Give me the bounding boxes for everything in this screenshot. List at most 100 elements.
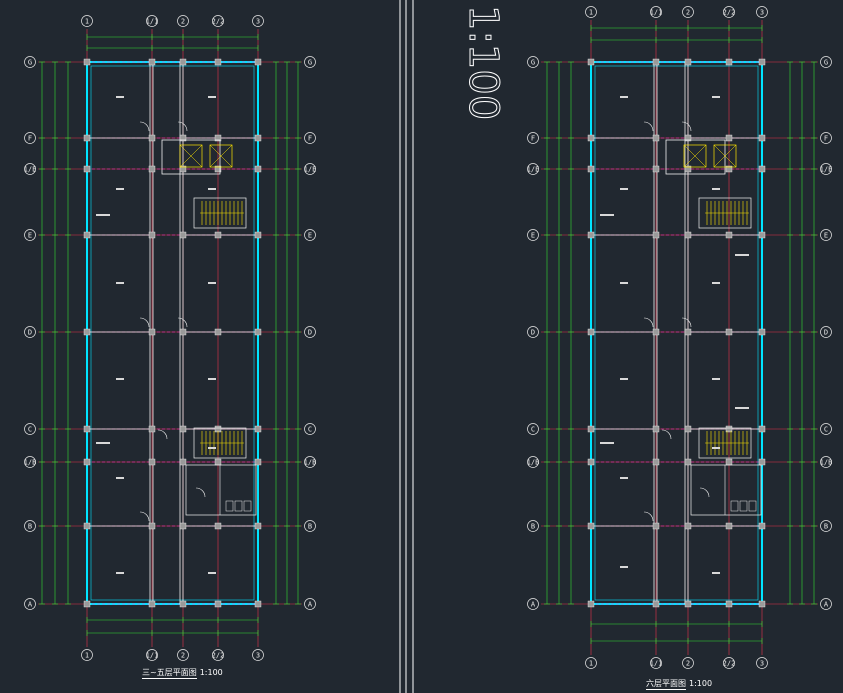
column-1-2 xyxy=(652,165,660,173)
scale-watermark: 1:100 xyxy=(460,5,507,121)
room-mark-6 xyxy=(735,254,749,256)
column-0-6 xyxy=(83,458,91,466)
column-4-3 xyxy=(758,231,766,239)
axis-bubble-top-4-label: 3 xyxy=(760,9,764,17)
column-2-5 xyxy=(179,425,187,433)
column-3-7 xyxy=(725,522,733,530)
column-3-0 xyxy=(214,58,222,66)
axis-bubble-right-0-circle xyxy=(820,56,832,68)
elevator-car-1 xyxy=(209,144,233,168)
axis-bubble-top-2-circle xyxy=(177,15,189,27)
axis-bubble-left-4-circle xyxy=(527,326,539,338)
toilet-stall-2 xyxy=(243,500,252,512)
room-mark-12 xyxy=(116,572,124,574)
room-mark-10 xyxy=(735,407,749,409)
axis-bubble-right-7-label: B xyxy=(308,523,312,531)
column-1-0 xyxy=(148,58,156,66)
column-4-5 xyxy=(758,425,766,433)
axis-bubble-left-1-circle xyxy=(527,132,539,144)
column-3-5 xyxy=(725,425,733,433)
room-mark-1 xyxy=(712,96,720,98)
axis-bubble-bottom-0-circle xyxy=(81,649,93,661)
toilet-stall-1 xyxy=(234,500,243,512)
axis-bubble-top-1-circle xyxy=(146,15,158,27)
exterior-wall-inner xyxy=(90,65,255,601)
axis-bubble-right-2-circle xyxy=(304,163,316,175)
axis-bubble-right-6-circle xyxy=(304,456,316,468)
column-2-8 xyxy=(684,600,692,608)
axis-bubble-left-6-label: 1/B xyxy=(527,459,540,467)
room-mark-11 xyxy=(600,442,614,444)
column-2-7 xyxy=(684,522,692,530)
door-swing-3 xyxy=(681,317,692,328)
room-mark-9 xyxy=(96,442,110,444)
room-mark-7 xyxy=(712,282,720,284)
axis-bubble-left-5-circle xyxy=(527,423,539,435)
axis-bubble-bottom-2-label: 2 xyxy=(686,660,690,668)
axis-bubble-bottom-0-label: 1 xyxy=(85,652,89,660)
column-2-4 xyxy=(179,328,187,336)
axis-bubble-top-4-label: 3 xyxy=(256,18,260,26)
axis-bubble-right-2-label: 1/E xyxy=(304,166,317,174)
room-mark-3 xyxy=(96,214,110,216)
axis-bubble-left-0-label: G xyxy=(28,59,32,67)
column-4-4 xyxy=(758,328,766,336)
column-1-8 xyxy=(652,600,660,608)
room-mark-6 xyxy=(208,282,216,284)
stair-enclosure-1 xyxy=(193,427,247,459)
column-3-8 xyxy=(725,600,733,608)
axis-bubble-left-3-label: E xyxy=(531,232,535,240)
door-swing-0 xyxy=(139,121,150,132)
axis-bubble-top-3-label: 2/2 xyxy=(212,18,225,26)
axis-bubble-bottom-2-circle xyxy=(682,657,694,669)
column-0-3 xyxy=(83,231,91,239)
axis-bubble-right-3-circle xyxy=(304,229,316,241)
room-mark-4 xyxy=(712,188,720,190)
column-4-3 xyxy=(254,231,262,239)
column-3-3 xyxy=(725,231,733,239)
column-1-6 xyxy=(652,458,660,466)
axis-bubble-left-8-circle xyxy=(527,598,539,610)
column-0-5 xyxy=(83,425,91,433)
axis-bubble-top-4-circle xyxy=(756,6,768,18)
axis-bubble-left-5-circle xyxy=(24,423,36,435)
axis-bubble-right-7-circle xyxy=(820,520,832,532)
column-3-1 xyxy=(214,134,222,142)
door-swing-6 xyxy=(195,487,206,498)
axis-bubble-top-2-circle xyxy=(682,6,694,18)
axis-bubble-top-3-label: 2/2 xyxy=(723,9,736,17)
column-3-8 xyxy=(214,600,222,608)
axis-bubble-left-6-circle xyxy=(24,456,36,468)
elevator-x-b-0 xyxy=(179,144,203,168)
stair-enclosure-1 xyxy=(698,427,752,459)
column-2-1 xyxy=(179,134,187,142)
door-swing-2 xyxy=(643,317,654,328)
axis-bubble-top-0-circle xyxy=(585,6,597,18)
axis-bubble-left-0-label: G xyxy=(531,59,535,67)
axis-bubble-right-8-label: A xyxy=(308,601,313,609)
axis-bubble-left-1-circle xyxy=(24,132,36,144)
column-0-0 xyxy=(587,58,595,66)
column-1-8 xyxy=(148,600,156,608)
column-2-6 xyxy=(684,458,692,466)
plan-title-right: 六层平面图 xyxy=(646,679,686,690)
axis-bubble-bottom-1-label: 1/1 xyxy=(146,652,159,660)
axis-bubble-bottom-3-label: 2/2 xyxy=(723,660,736,668)
axis-bubble-right-8-label: A xyxy=(824,601,829,609)
axis-bubble-left-4-label: D xyxy=(531,329,535,337)
axis-bubble-top-0-label: 1 xyxy=(85,18,89,26)
column-0-1 xyxy=(587,134,595,142)
column-2-7 xyxy=(179,522,187,530)
room-mark-13 xyxy=(208,572,216,574)
room-mark-0 xyxy=(116,96,124,98)
room-mark-3 xyxy=(600,214,614,216)
axis-bubble-right-2-circle xyxy=(820,163,832,175)
axis-bubble-bottom-4-label: 3 xyxy=(256,652,260,660)
column-0-3 xyxy=(587,231,595,239)
axis-bubble-left-1-label: F xyxy=(28,135,32,143)
elevator-x-b-1 xyxy=(209,144,233,168)
axis-bubble-bottom-0-label: 1 xyxy=(589,660,593,668)
plan-scale-left: 1:100 xyxy=(199,668,223,677)
column-0-4 xyxy=(83,328,91,336)
